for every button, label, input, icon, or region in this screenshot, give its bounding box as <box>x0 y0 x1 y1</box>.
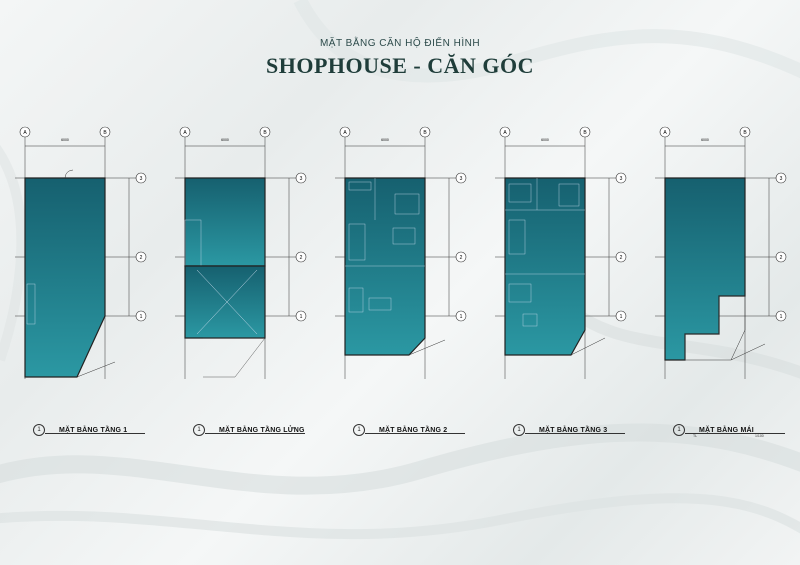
caption-text: MẶT BẰNG TẦNG 3 <box>539 426 608 434</box>
grid-label-2: 2 <box>780 255 783 261</box>
grid-label-b: B <box>583 130 587 136</box>
grid-label-3: 3 <box>300 176 303 182</box>
page-header: MẶT BẰNG CĂN HỘ ĐIỂN HÌNH SHOPHOUSE - CĂ… <box>0 38 800 79</box>
caption-text: MẶT BẰNG TẦNG 1 <box>59 426 128 434</box>
room-layout <box>505 178 585 327</box>
grid-bubble-2 <box>615 251 627 263</box>
grid-bubble-3 <box>775 172 787 184</box>
caption-text: MẶT BẰNG TẦNG LỬNG <box>219 426 305 434</box>
grid-bubble-1 <box>455 310 467 322</box>
grid-bubble-3 <box>295 172 307 184</box>
grid-bubble-b <box>579 126 591 138</box>
void-area <box>184 265 266 339</box>
floor-plan-tang-2: A B 6000 3 2 1 <box>335 124 495 384</box>
grid-label-2: 2 <box>620 255 623 261</box>
caption-number: 1 <box>353 424 365 436</box>
page-title: SHOPHOUSE - CĂN GÓC <box>265 53 535 78</box>
caption-tang-2: 1 MẶT BẰNG TẦNG 2 <box>353 420 465 440</box>
caption-number: 1 <box>193 424 205 436</box>
grid-bubble-2 <box>295 251 307 263</box>
door-icon <box>64 169 74 179</box>
floor-plan-tang-1: A B 6000 3 2 1 <box>15 124 175 384</box>
grid-label-a: A <box>663 130 667 136</box>
grid-bubble-1 <box>135 310 147 322</box>
grid-bubble-3 <box>615 172 627 184</box>
floor-area <box>504 177 586 356</box>
room-layout <box>345 178 425 313</box>
grid-bubble-a <box>499 126 511 138</box>
floor-plan-tang-lung: A B 6000 3 2 1 <box>175 124 335 384</box>
grid-label-2: 2 <box>460 255 463 261</box>
grid-label-1: 1 <box>620 314 623 320</box>
floor-plan-tang-3: A B 6000 3 2 1 <box>495 124 655 384</box>
grid-label-a: A <box>343 130 347 136</box>
grid-bubble-a <box>339 126 351 138</box>
grid-bubble-b <box>739 126 751 138</box>
grid-label-a: A <box>183 130 187 136</box>
grid-bubble-a <box>659 126 671 138</box>
caption-tang-1: 1 MẶT BẰNG TẦNG 1 <box>33 420 145 440</box>
grid-bubble-3 <box>455 172 467 184</box>
caption-number: 1 <box>33 424 45 436</box>
grid-label-2: 2 <box>300 255 303 261</box>
grid-label-2: 2 <box>140 255 143 261</box>
grid-label-b: B <box>263 130 267 136</box>
caption-tang-lung: 1 MẶT BẰNG TẦNG LỬNG <box>193 420 305 440</box>
grid-label-3: 3 <box>460 176 463 182</box>
grid-label-b: B <box>103 130 107 136</box>
grid-label-a: A <box>503 130 507 136</box>
width-dimension: 6000 <box>701 138 709 142</box>
grid-bubble-1 <box>615 310 627 322</box>
width-dimension: 6000 <box>541 138 549 142</box>
scale-label-left: TL <box>693 434 698 438</box>
caption-number: 1 <box>513 424 525 436</box>
width-dimension: 6000 <box>221 138 229 142</box>
caption-text: MẶT BẰNG MÁI <box>699 426 754 434</box>
caption-text: MẶT BẰNG TẦNG 2 <box>379 426 448 434</box>
grid-label-b: B <box>423 130 427 136</box>
page-subtitle: MẶT BẰNG CĂN HỘ ĐIỂN HÌNH <box>319 38 481 49</box>
grid-bubble-1 <box>295 310 307 322</box>
grid-label-3: 3 <box>780 176 783 182</box>
grid-label-b: B <box>743 130 747 136</box>
grid-label-3: 3 <box>140 176 143 182</box>
grid-label-1: 1 <box>140 314 143 320</box>
grid-bubble-b <box>99 126 111 138</box>
grid-bubble-2 <box>455 251 467 263</box>
caption-number: 1 <box>673 424 685 436</box>
stair-icon <box>26 283 36 325</box>
floor-area <box>24 177 106 378</box>
grid-label-1: 1 <box>300 314 303 320</box>
mezzanine-area <box>184 177 266 267</box>
width-dimension: 6000 <box>381 138 389 142</box>
grid-bubble-2 <box>135 251 147 263</box>
grid-bubble-1 <box>775 310 787 322</box>
grid-bubble-b <box>259 126 271 138</box>
floor-plan-tang-mai: A B 6000 3 2 1 <box>655 124 800 384</box>
grid-bubble-a <box>179 126 191 138</box>
grid-bubble-3 <box>135 172 147 184</box>
scale-label-right: 1/100 <box>755 434 764 438</box>
grid-label-1: 1 <box>460 314 463 320</box>
grid-bubble-b <box>419 126 431 138</box>
caption-tang-3: 1 MẶT BẰNG TẦNG 3 <box>513 420 625 440</box>
grid-label-1: 1 <box>780 314 783 320</box>
floor-area <box>344 177 426 356</box>
grid-label-3: 3 <box>620 176 623 182</box>
roof-area <box>664 177 746 361</box>
width-dimension: 6000 <box>61 138 69 142</box>
grid-bubble-2 <box>775 251 787 263</box>
grid-bubble-a <box>19 126 31 138</box>
grid-label-a: A <box>23 130 27 136</box>
caption-tang-mai: 1 MẶT BẰNG MÁI <box>673 420 785 440</box>
